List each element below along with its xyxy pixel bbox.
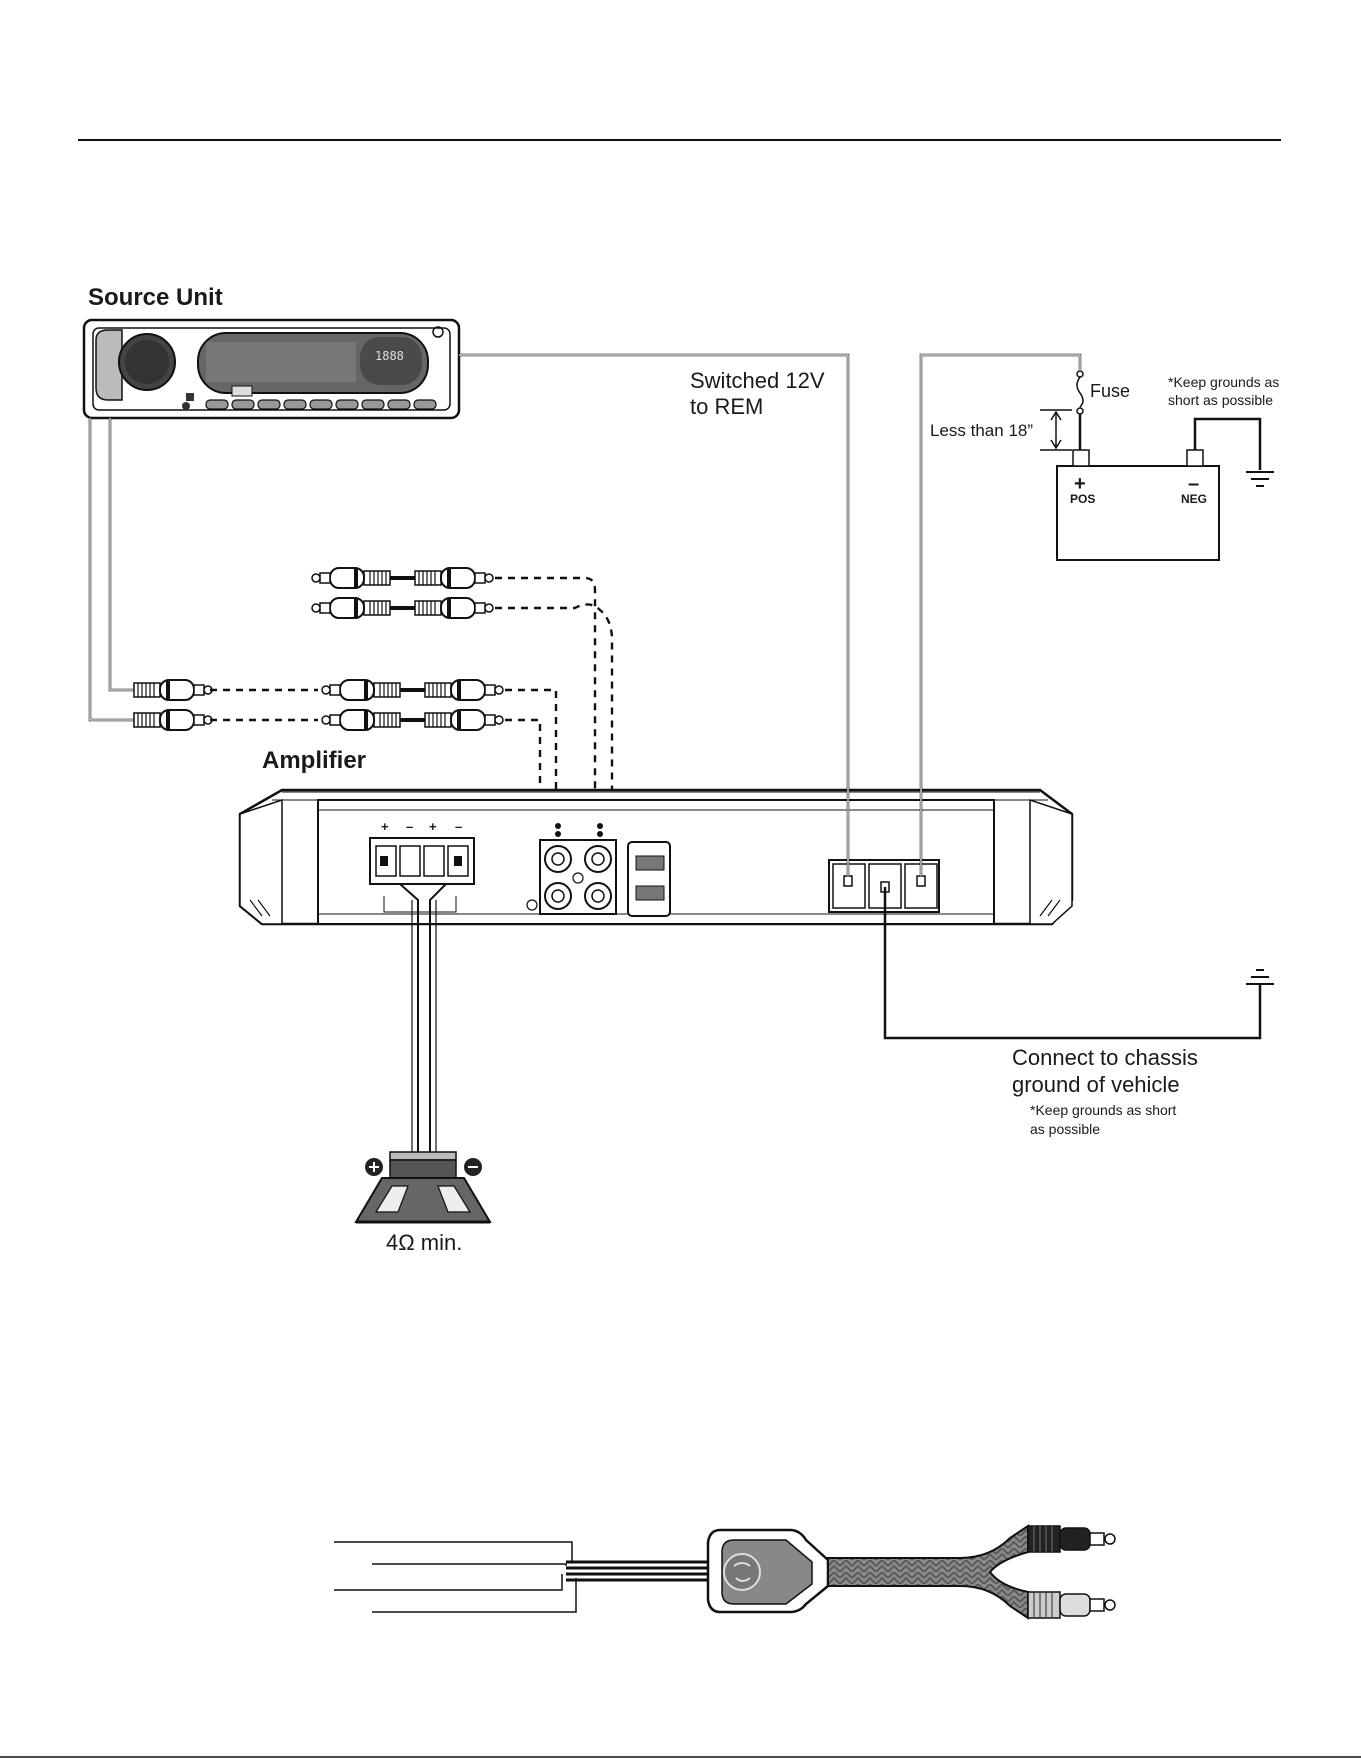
rca-plug: [134, 680, 212, 700]
preset-buttons: [206, 400, 436, 409]
svg-text:+: +: [381, 819, 389, 834]
switched-label-1: Switched 12V: [690, 368, 825, 393]
head-unit: 1888: [84, 320, 459, 418]
chassis-label-2: ground of vehicle: [1012, 1072, 1180, 1097]
neg-label: NEG: [1181, 492, 1207, 506]
head-display-digits: 1888: [375, 349, 404, 363]
ground-symbol-icon: [1246, 472, 1274, 486]
switched-label-2: to REM: [690, 394, 763, 419]
source-unit-label: Source Unit: [88, 284, 223, 311]
minus-circle-icon: [464, 1158, 482, 1176]
less-than-label: Less than 18”: [930, 421, 1033, 440]
rca-plug: [134, 710, 212, 730]
pos-label: POS: [1070, 492, 1095, 506]
fuse-icon: [1077, 371, 1083, 452]
svg-text:–: –: [455, 819, 462, 834]
battery: + POS – NEG: [1057, 450, 1219, 560]
amplifier-label: Amplifier: [262, 747, 366, 774]
amp-link-ports: [628, 842, 670, 916]
chassis-label-1: Connect to chassis: [1012, 1045, 1198, 1070]
y-adapter-cable: [334, 1526, 1115, 1618]
rca-cable-pair-upper: [312, 568, 493, 618]
fuse-label: Fuse: [1090, 381, 1130, 401]
length-dimension: [1040, 410, 1072, 450]
svg-text:–: –: [406, 819, 413, 834]
keep-grounds-bottom-2: as possible: [1030, 1121, 1100, 1137]
rca-cable-pair-middle: [322, 680, 503, 730]
logo-icon: [724, 1554, 760, 1590]
impedance-label: 4Ω min.: [386, 1230, 462, 1255]
svg-text:+: +: [429, 819, 437, 834]
keep-grounds-top-1: *Keep grounds as: [1168, 374, 1279, 390]
keep-grounds-bottom-1: *Keep grounds as short: [1030, 1102, 1176, 1118]
plus-circle-icon: [365, 1158, 383, 1176]
keep-grounds-top-2: short as possible: [1168, 392, 1273, 408]
chassis-ground-icon: [1246, 970, 1274, 984]
